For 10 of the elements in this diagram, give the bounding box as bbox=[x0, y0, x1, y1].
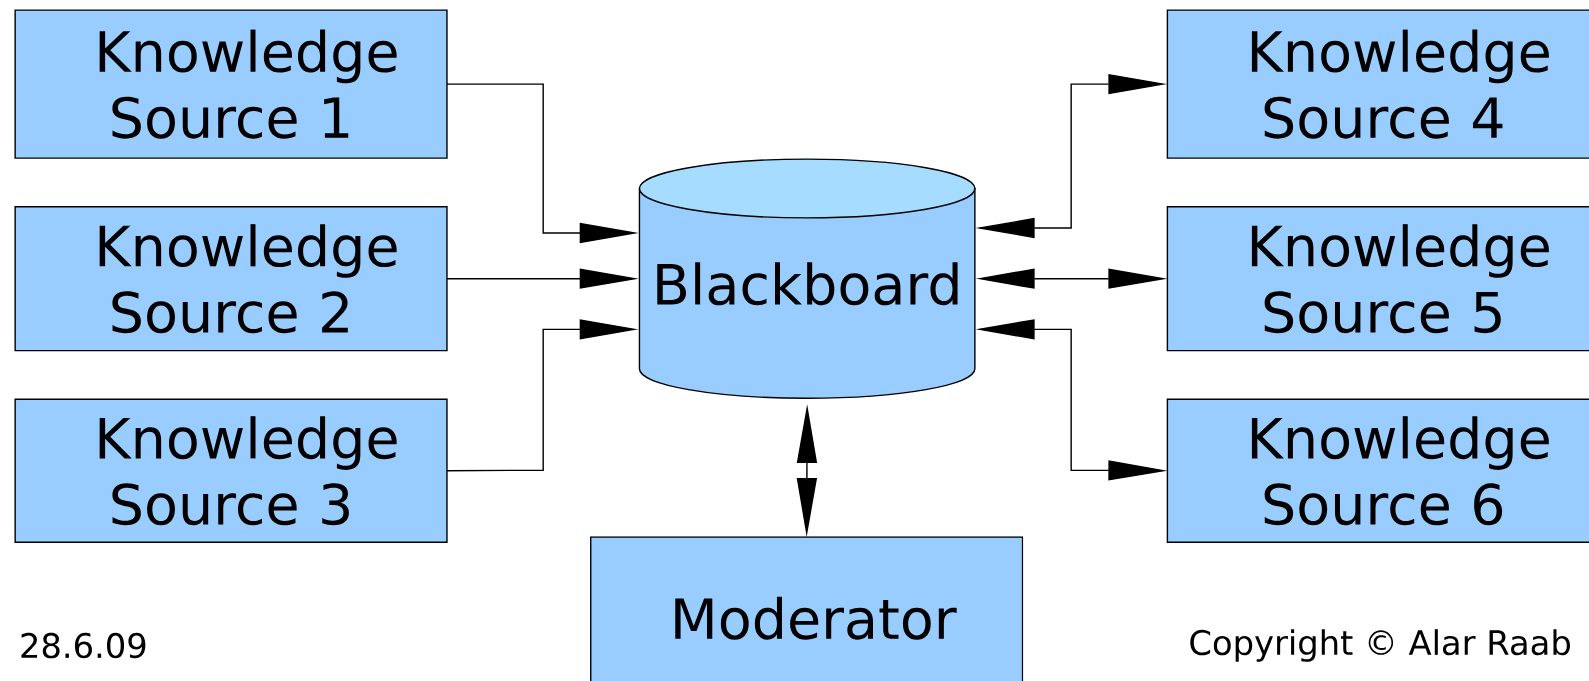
process-box: Knowledge Source 4 bbox=[1166, 9, 1589, 159]
process-box: Knowledge Source 3 bbox=[14, 398, 448, 543]
footer-note: Copyright © Alar Raab bbox=[1190, 629, 1570, 662]
database-cylinder: Blackboard bbox=[638, 158, 976, 399]
process-box: Knowledge Source 6 bbox=[1166, 398, 1589, 543]
footer-note: 28.6.09 bbox=[21, 632, 146, 659]
process-box: Knowledge Source 1 bbox=[14, 9, 448, 159]
process-box: Knowledge Source 2 bbox=[14, 206, 448, 352]
process-box: Knowledge Source 5 bbox=[1166, 206, 1589, 352]
process-box: Moderator bbox=[590, 536, 1024, 681]
